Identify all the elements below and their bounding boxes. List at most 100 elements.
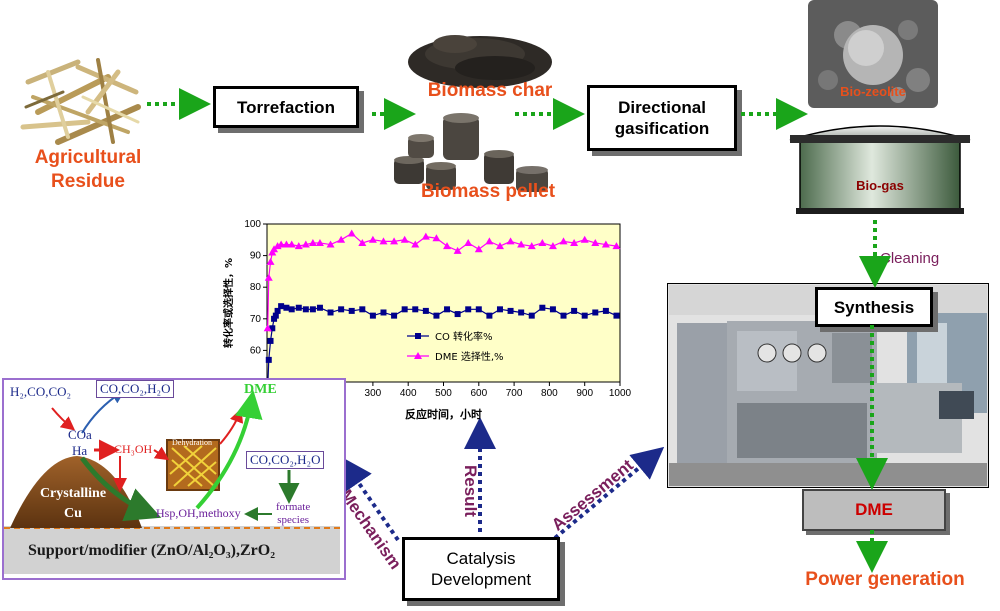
data-point-co bbox=[309, 306, 316, 313]
data-point-co bbox=[475, 306, 482, 313]
y-tick-label: 100 bbox=[244, 219, 261, 230]
y-tick-label: 60 bbox=[250, 345, 262, 356]
data-point-dme bbox=[368, 235, 377, 243]
biomass-pellet-photo bbox=[388, 108, 558, 200]
data-point-dme bbox=[464, 238, 473, 246]
data-point-dme bbox=[277, 240, 286, 248]
data-point-dme bbox=[308, 238, 317, 246]
data-point-co bbox=[391, 312, 398, 319]
data-point-co bbox=[401, 306, 408, 313]
legend-marker bbox=[414, 352, 422, 359]
biomass-char-photo bbox=[408, 35, 552, 88]
data-point-dme bbox=[570, 238, 579, 246]
data-point-dme bbox=[548, 242, 557, 250]
x-tick-label: 800 bbox=[541, 388, 558, 399]
y-tick-label: 90 bbox=[250, 251, 262, 262]
data-point-co bbox=[316, 304, 323, 311]
data-point-dme bbox=[506, 237, 515, 245]
data-point-co bbox=[278, 303, 285, 310]
data-point-co bbox=[369, 312, 376, 319]
data-point-dme bbox=[527, 242, 536, 250]
directional-gasification-box: Directional gasification bbox=[587, 85, 737, 151]
data-point-dme bbox=[315, 238, 324, 246]
data-point-co bbox=[327, 309, 334, 316]
data-point-dme bbox=[591, 238, 600, 246]
data-point-co bbox=[592, 309, 599, 316]
data-point-dme bbox=[379, 237, 388, 245]
biomass-pellet-label: Biomass pellet bbox=[420, 181, 556, 202]
synthesis-plant-photo bbox=[667, 283, 989, 488]
data-point-dme bbox=[282, 240, 291, 248]
bio-zeolite-label: Bio-zeolite bbox=[840, 84, 906, 99]
data-point-dme bbox=[337, 235, 346, 243]
mech-co-ads: COa bbox=[68, 427, 92, 442]
data-point-dme bbox=[485, 237, 494, 245]
data-point-co bbox=[507, 307, 514, 314]
data-point-dme bbox=[538, 238, 547, 246]
catalysis-development-box: Catalysis Development bbox=[402, 537, 560, 601]
data-point-co bbox=[359, 306, 366, 313]
mech-h-ads: Ha bbox=[72, 443, 88, 458]
data-point-dme bbox=[358, 238, 367, 246]
data-point-dme bbox=[580, 235, 589, 243]
dme-box: DME bbox=[802, 489, 946, 531]
mech-reactants: H₂,CO,CO₂ bbox=[10, 384, 72, 399]
mech-dme: DME bbox=[244, 382, 277, 397]
data-point-dme bbox=[266, 257, 275, 265]
mech-products-right: CO,CO₂,H₂O bbox=[246, 451, 325, 469]
x-tick-label: 400 bbox=[400, 388, 417, 399]
data-point-dme bbox=[517, 240, 526, 248]
data-point-dme bbox=[347, 229, 356, 237]
bio-gas-label: Bio-gas bbox=[856, 178, 904, 193]
mech-formate: formate species bbox=[276, 501, 311, 526]
torrefaction-box: Torrefaction bbox=[213, 86, 359, 128]
legend-marker bbox=[415, 333, 421, 339]
bio-zeolite-photo bbox=[808, 0, 938, 108]
data-point-co bbox=[518, 309, 525, 316]
data-point-dme bbox=[390, 237, 399, 245]
mech-support: Support/modifier (ZnO/Al₂O₃),ZrO₂ bbox=[28, 542, 275, 559]
data-point-dme bbox=[432, 234, 441, 242]
data-point-co bbox=[302, 306, 309, 313]
data-point-co bbox=[380, 309, 387, 316]
data-point-co bbox=[581, 312, 588, 319]
x-tick-label: 900 bbox=[576, 388, 593, 399]
data-point-co bbox=[265, 356, 272, 363]
data-point-co bbox=[454, 311, 461, 318]
x-tick-label: 500 bbox=[435, 388, 452, 399]
x-tick-label: 600 bbox=[470, 388, 487, 399]
data-point-dme bbox=[263, 324, 272, 332]
y-axis-label: 转化率或选择性，% bbox=[222, 258, 235, 348]
data-point-co bbox=[267, 337, 274, 344]
mechanism-graphics bbox=[4, 389, 340, 574]
data-point-dme bbox=[400, 235, 409, 243]
data-point-dme bbox=[287, 240, 296, 248]
data-point-dme bbox=[612, 242, 621, 250]
cleaning-label: Cleaning bbox=[880, 250, 940, 267]
dme-performance-chart: 6070809010050403020100200300400500600700… bbox=[222, 219, 632, 421]
data-point-dme bbox=[559, 237, 568, 245]
data-point-co bbox=[348, 307, 355, 314]
mech-products-top: CO,CO₂,H₂O bbox=[96, 380, 175, 398]
data-point-co bbox=[412, 306, 419, 313]
data-point-co bbox=[528, 312, 535, 319]
data-point-dme bbox=[264, 273, 273, 281]
legend-label: CO 转化率% bbox=[435, 330, 493, 343]
data-point-dme bbox=[443, 242, 452, 250]
data-point-co bbox=[433, 312, 440, 319]
data-point-dme bbox=[601, 240, 610, 248]
data-point-dme bbox=[453, 246, 462, 254]
bio-gas-tank bbox=[789, 125, 971, 214]
data-point-co bbox=[283, 304, 290, 311]
data-point-dme bbox=[495, 242, 504, 250]
data-point-co bbox=[338, 306, 345, 313]
data-point-co bbox=[422, 307, 429, 314]
data-point-co bbox=[549, 306, 556, 313]
mech-dehydration: Dehydration bbox=[172, 438, 212, 447]
data-point-co bbox=[271, 315, 278, 322]
mech-surface-species: Hsp,OH,methoxy bbox=[156, 506, 241, 520]
agricultural-residue-label: Agricultural Residue bbox=[34, 147, 142, 192]
y-tick-label: 70 bbox=[250, 314, 262, 325]
x-tick-label: 700 bbox=[506, 388, 523, 399]
